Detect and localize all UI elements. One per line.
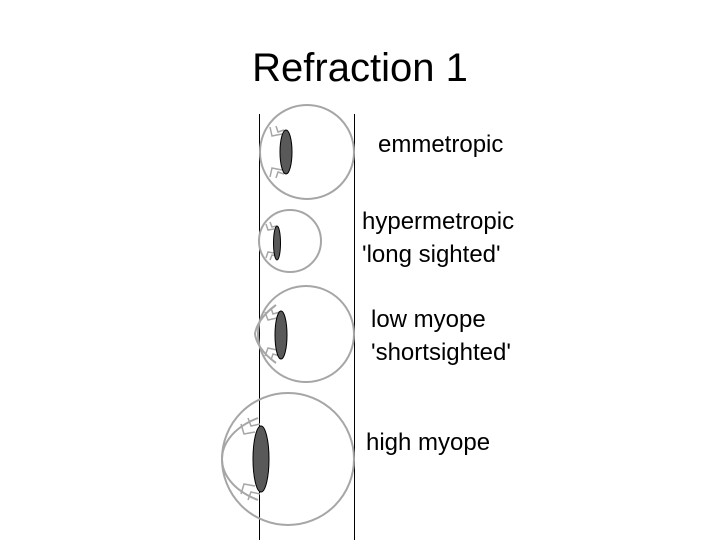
emmetropic-eyeball	[259, 104, 355, 200]
high-myope-label: high myope	[366, 429, 491, 456]
hypermetropic-lens	[273, 225, 281, 261]
low-myope-eyeball	[257, 285, 355, 383]
low-myope-eye	[253, 285, 355, 383]
high-myope-eye	[220, 392, 355, 526]
emmetropic-label: emmetropic	[378, 131, 504, 158]
emmetropic-iris-lower	[269, 167, 285, 179]
hypermetropic-eye	[258, 209, 322, 273]
emmetropic-eye	[259, 104, 355, 200]
low-myope-lens	[274, 310, 288, 360]
high-myope-eyeball	[221, 392, 355, 526]
emmetropic-iris-upper	[269, 125, 285, 137]
low-myope-iris-upper	[264, 307, 281, 321]
high-myope-iris-lower	[240, 483, 261, 501]
low-myope-sublabel: 'shortsighted'	[371, 339, 511, 366]
emmetropic-lens	[279, 129, 293, 175]
low-myope-label: low myope	[371, 306, 486, 333]
slide-title: Refraction 1	[252, 46, 468, 90]
high-myope-iris-upper	[240, 417, 261, 435]
high-myope-cornea	[220, 417, 259, 501]
hypermetropic-sublabel: 'long sighted'	[362, 241, 501, 268]
hypermetropic-label: hypermetropic	[362, 208, 515, 235]
hypermetropic-eyeball	[258, 209, 322, 273]
high-myope-lens	[252, 425, 270, 493]
hypermetropic-iris-upper	[265, 221, 278, 231]
